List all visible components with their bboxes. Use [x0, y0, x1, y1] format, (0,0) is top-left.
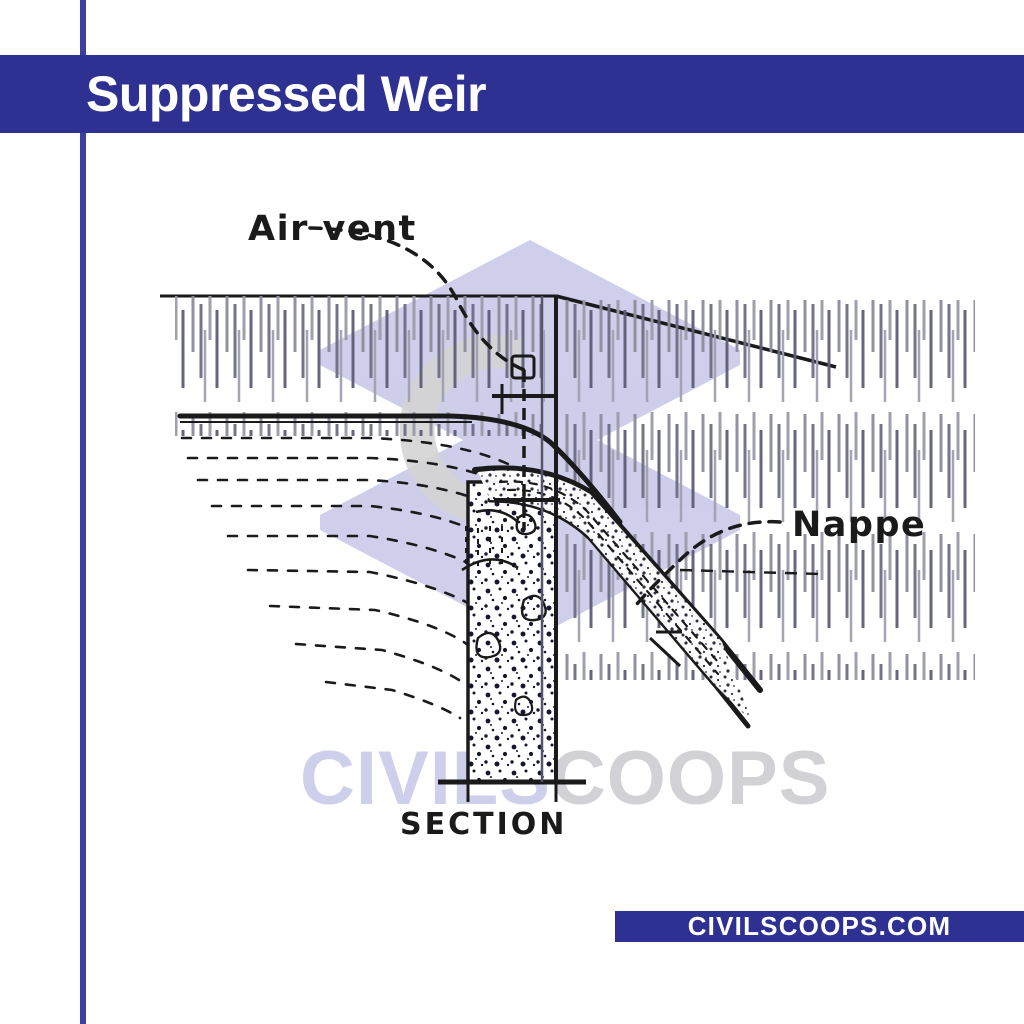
- channel-floor-line: [438, 779, 586, 802]
- left-accent-rule: [80, 0, 86, 1024]
- label-air-vent: Air vent: [248, 209, 417, 249]
- aeration-space: [461, 509, 519, 572]
- weir-crest-plate: [540, 296, 558, 782]
- label-nappe: Nappe: [792, 505, 926, 545]
- watermark-text-part-b: COOPS: [550, 736, 831, 821]
- nappe-leader-line: [630, 519, 782, 612]
- footer-badge-label: CIVILSCOOPS.COM: [687, 911, 952, 941]
- weir-section-svg: Air vent Nappe SECTION: [160, 209, 975, 842]
- page-title: Suppressed Weir: [86, 66, 487, 122]
- label-section-caption: SECTION: [400, 807, 567, 842]
- air-vent-pipe: [492, 354, 560, 530]
- footer-badge: CIVILSCOOPS.COM: [615, 911, 1024, 942]
- air-vent-leader-line: [308, 226, 526, 372]
- downstream-ground-line: [648, 568, 821, 668]
- upstream-water-surface: [177, 413, 623, 525]
- suppressed-weir-diagram: Air vent Nappe SECTION: [120, 170, 1000, 870]
- header-band: [0, 55, 1024, 133]
- bank-vegetation-hatching: [175, 296, 975, 680]
